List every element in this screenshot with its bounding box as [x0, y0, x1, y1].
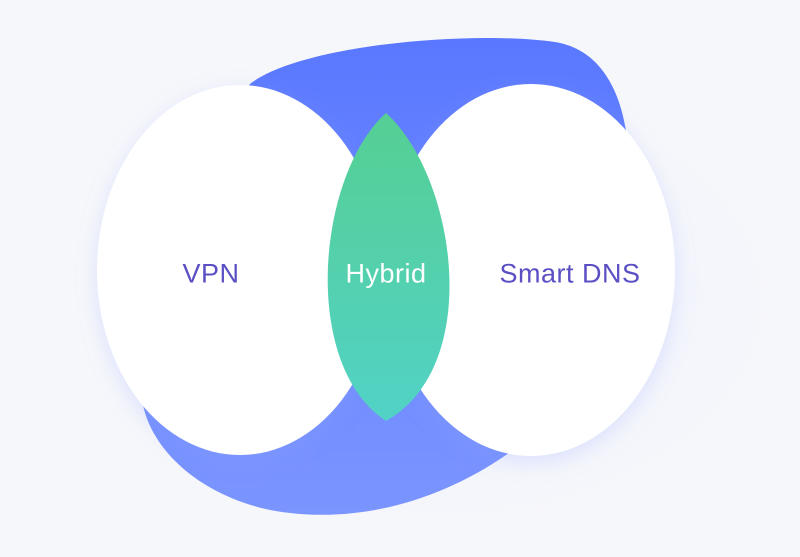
- circle-smart-dns: [387, 84, 675, 456]
- intersection-label-hybrid: Hybrid: [345, 258, 427, 289]
- intersection-hybrid: [327, 113, 450, 421]
- set-label-smart-dns: Smart DNS: [499, 258, 641, 289]
- circle-vpn: [97, 85, 383, 455]
- set-label-vpn: VPN: [182, 258, 240, 289]
